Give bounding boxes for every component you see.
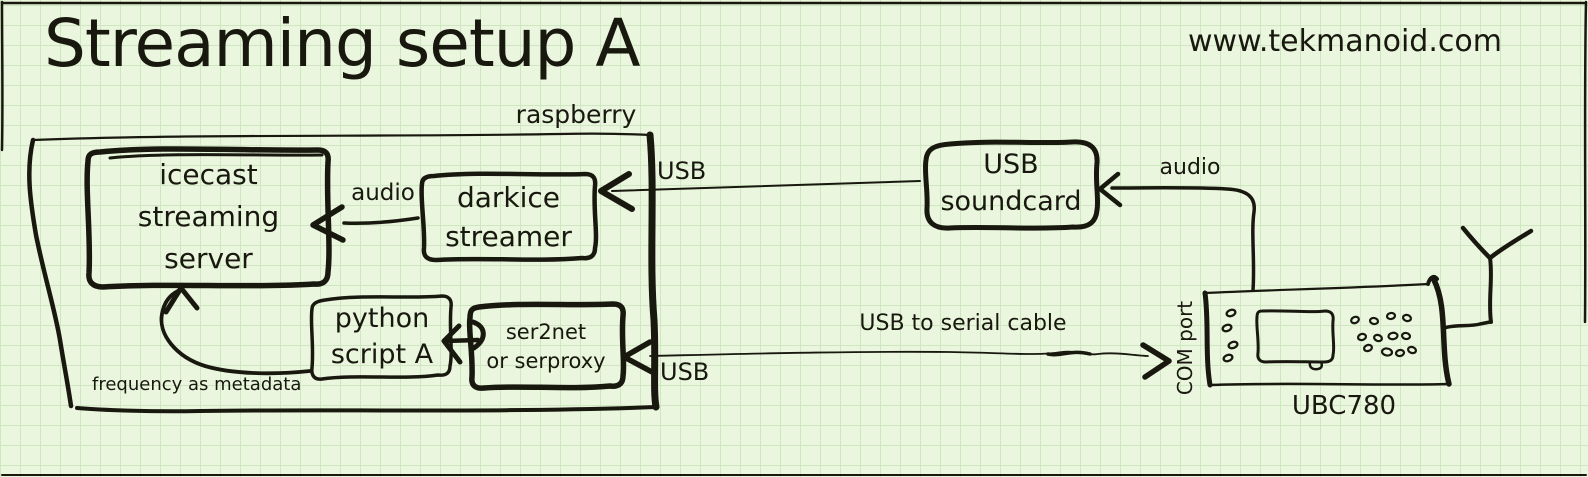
scanner-display	[1255, 309, 1336, 371]
com-port-label: COM port	[1173, 300, 1197, 396]
raspberry-group-box	[27, 131, 660, 414]
scanner-device-drawing	[1202, 225, 1534, 388]
edge-label-audio-scanner: audio	[1159, 155, 1221, 180]
icecast-node-label: icecast streaming server	[137, 158, 280, 275]
scanner-keypad-buttons	[1350, 311, 1418, 358]
edge-label-usb-bottom: USB	[660, 358, 710, 386]
arrow-serial-cable	[621, 339, 1172, 380]
edge-label-audio-darkice: audio	[351, 180, 415, 206]
edge-label-serial-cable: USB to serial cable	[859, 311, 1067, 336]
arrow-python-ser2net	[441, 319, 486, 365]
scanner-side-buttons	[1221, 308, 1239, 363]
arrow-darkice-to-icecast	[310, 204, 420, 243]
darkice-node-label: darkice streamer	[445, 180, 572, 253]
arrow-soundcard-to-darkice	[598, 171, 921, 212]
page-title: Streaming setup A	[44, 5, 641, 82]
edge-label-usb-top: USB	[657, 157, 707, 185]
python-script-node-box	[309, 294, 453, 381]
usb-soundcard-node-box	[922, 139, 1101, 231]
edge-label-frequency: frequency as metadata	[92, 374, 302, 395]
arrow-python-to-icecast	[159, 285, 312, 376]
python-script-node-label: python script A	[330, 302, 434, 370]
usb-soundcard-node-label: USB soundcard	[940, 149, 1082, 217]
ser2net-node-label: ser2net or serproxy	[486, 319, 606, 373]
scanner-model-label: UBC780	[1291, 391, 1397, 421]
raspberry-group-label: raspberry	[515, 100, 637, 129]
antenna-icon	[1442, 225, 1534, 330]
arrow-scanner-to-soundcard	[1097, 171, 1256, 292]
icecast-node-box	[84, 146, 332, 290]
darkice-node-box	[419, 171, 599, 263]
website-text: www.tekmanoid.com	[1188, 24, 1502, 59]
